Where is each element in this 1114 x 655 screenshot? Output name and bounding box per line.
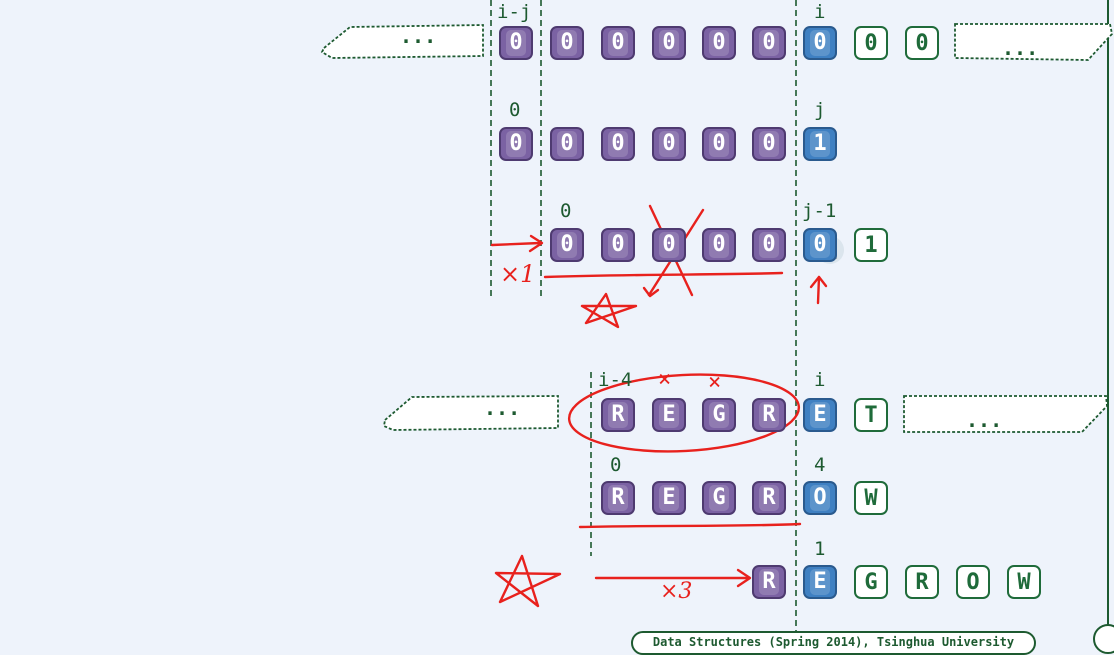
arrow-shift-one xyxy=(490,241,542,247)
row4-cell-pending: T xyxy=(854,398,888,432)
annotation-shift-three: ×3 xyxy=(660,579,693,604)
text-scroll-right-row4 xyxy=(903,395,1108,433)
mismatch-mark: × xyxy=(708,370,722,395)
row5-cell: R xyxy=(601,481,635,515)
row3-cell: 0 xyxy=(702,228,736,262)
row5-label-right: 4 xyxy=(814,454,826,476)
row1-cell: 0 xyxy=(601,26,635,60)
row1-cell: 0 xyxy=(702,26,736,60)
row6-cell: R xyxy=(752,565,786,599)
row2-cell: 0 xyxy=(652,127,686,161)
row1-label-right: i xyxy=(814,1,826,23)
row3-label-left: 0 xyxy=(560,200,572,222)
row2-label-right: j xyxy=(814,99,826,121)
row4-cell: R xyxy=(752,398,786,432)
row4-cell: R xyxy=(601,398,635,432)
row6-cell-pending: O xyxy=(956,565,990,599)
row2-label-left: 0 xyxy=(509,99,521,121)
mismatch-mark: × xyxy=(658,367,672,392)
row4-label-left: i-4 xyxy=(598,369,633,391)
row6-label-right: 1 xyxy=(814,538,826,560)
row3-cell: 0 xyxy=(752,228,786,262)
row5-cell: R xyxy=(752,481,786,515)
annotation-shift-one: ×1 xyxy=(500,260,536,288)
row3-cell-pending: 1 xyxy=(854,228,888,262)
row5-cell: E xyxy=(652,481,686,515)
row4-cell: E xyxy=(652,398,686,432)
row3-cell: 0 xyxy=(550,228,584,262)
row2-cell: 0 xyxy=(601,127,635,161)
arrow-head xyxy=(809,275,828,289)
underline-row5 xyxy=(578,522,802,529)
row3-cell: 0 xyxy=(601,228,635,262)
row4-ellipsis-right: ... xyxy=(966,408,1003,432)
row1-ellipsis-left: ... xyxy=(400,24,437,48)
row1-cell: 0 xyxy=(752,26,786,60)
row3-label-right: j-1 xyxy=(802,200,837,222)
row2-cell: 0 xyxy=(550,127,584,161)
row4-cell: G xyxy=(702,398,736,432)
row1-cell-current: 0 xyxy=(803,26,837,60)
row2-cell: 0 xyxy=(752,127,786,161)
row6-cell-current: E xyxy=(803,565,837,599)
text-scroll-left-row4 xyxy=(382,395,559,431)
row3-cell-current: 0 xyxy=(803,228,837,262)
row1-cell-pending: 0 xyxy=(854,26,888,60)
arrow-head xyxy=(642,286,660,298)
row1-cell: 0 xyxy=(652,26,686,60)
row6-cell-pending: R xyxy=(905,565,939,599)
row1-ellipsis-right: ... xyxy=(1002,36,1039,60)
circle-highlight xyxy=(567,373,801,453)
row5-label-left: 0 xyxy=(610,454,622,476)
row1-label-left: i-j xyxy=(497,1,532,23)
row1-cell: 0 xyxy=(550,26,584,60)
row2-cell: 0 xyxy=(499,127,533,161)
row2-cell: 0 xyxy=(702,127,736,161)
nav-corner-button[interactable] xyxy=(1093,624,1114,654)
star-mark xyxy=(580,292,638,329)
row2-cell-current: 1 xyxy=(803,127,837,161)
row5-cell-current: O xyxy=(803,481,837,515)
row5-cell-pending: W xyxy=(854,481,888,515)
text-scroll-right-row1 xyxy=(954,23,1113,61)
underline-row3 xyxy=(543,271,784,279)
row4-label-right: i xyxy=(814,369,826,391)
row1-cell-pending: 0 xyxy=(905,26,939,60)
arrow-head xyxy=(736,568,752,588)
arrow-up xyxy=(816,275,821,305)
row1-cell: 0 xyxy=(499,26,533,60)
row6-cell-pending: W xyxy=(1007,565,1041,599)
footer-caption: Data Structures (Spring 2014), Tsinghua … xyxy=(631,631,1036,655)
star-mark xyxy=(494,554,562,608)
row5-cell: G xyxy=(702,481,736,515)
row4-cell-current: E xyxy=(803,398,837,432)
text-scroll-left-row1 xyxy=(320,24,484,59)
row4-ellipsis-left: ... xyxy=(484,396,521,420)
row3-cell: 0 xyxy=(652,228,686,262)
arrow-head xyxy=(528,234,544,253)
row6-cell-pending: G xyxy=(854,565,888,599)
